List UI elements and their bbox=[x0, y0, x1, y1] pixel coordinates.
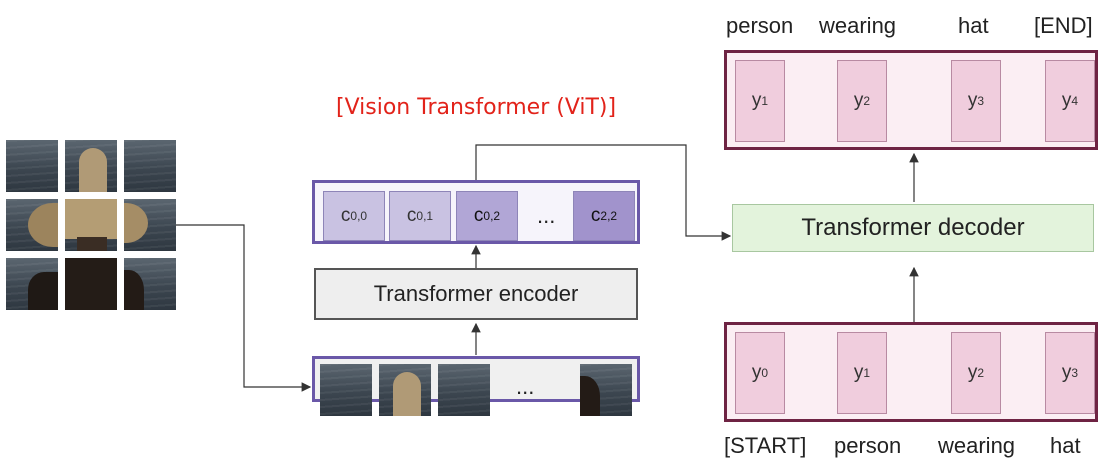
token-subscript: 3 bbox=[977, 94, 985, 108]
patch-sequence-item bbox=[320, 364, 372, 416]
vit-label: [Vision Transformer (ViT)] bbox=[336, 95, 617, 120]
token-symbol: y bbox=[751, 90, 762, 111]
token-symbol: y bbox=[853, 362, 864, 383]
patch-ellipsis: ... bbox=[516, 374, 535, 399]
token-symbol: y bbox=[751, 362, 762, 383]
image-patch bbox=[124, 199, 176, 251]
transformer-encoder: Transformer encoder bbox=[314, 268, 638, 320]
input-word: hat bbox=[1050, 433, 1081, 458]
encoder-label: Transformer encoder bbox=[373, 281, 579, 306]
output-word: wearing bbox=[819, 13, 897, 38]
patch-sequence-item bbox=[379, 364, 431, 416]
embedding-symbol: c bbox=[473, 205, 484, 226]
embedding-subscript: 2,2 bbox=[600, 209, 618, 223]
embedding-ellipsis: ... bbox=[537, 203, 556, 228]
token-subscript: 2 bbox=[863, 94, 871, 108]
input-word: person bbox=[834, 433, 902, 458]
token-symbol: y bbox=[967, 362, 978, 383]
embedding-subscript: 0,0 bbox=[350, 209, 368, 223]
decoder-label: Transformer decoder bbox=[801, 214, 1025, 241]
input-word: [START] bbox=[724, 433, 807, 458]
patch-sequence-item bbox=[438, 364, 490, 416]
image-patch bbox=[65, 140, 117, 192]
embedding-symbol: c bbox=[340, 205, 351, 226]
image-patch-grid bbox=[6, 140, 176, 310]
token-subscript: 1 bbox=[761, 94, 769, 108]
transformer-decoder: Transformer decoder bbox=[732, 204, 1094, 252]
input-word: wearing bbox=[938, 433, 1016, 458]
token-symbol: y bbox=[1061, 362, 1072, 383]
token-symbol: y bbox=[1061, 90, 1072, 111]
image-patch bbox=[6, 258, 58, 310]
token-subscript: 3 bbox=[1071, 366, 1079, 380]
token-subscript: 4 bbox=[1071, 94, 1079, 108]
image-patch bbox=[6, 199, 58, 251]
image-patch bbox=[65, 258, 117, 310]
output-word: hat bbox=[958, 13, 989, 38]
image-patch bbox=[6, 140, 58, 192]
output-word: [END] bbox=[1034, 13, 1093, 38]
embedding-subscript: 0,2 bbox=[483, 209, 501, 223]
arrow-image-to-patches bbox=[176, 224, 312, 392]
token-symbol: y bbox=[853, 90, 864, 111]
token-subscript: 0 bbox=[761, 366, 769, 380]
embedding-symbol: c bbox=[590, 205, 601, 226]
output-word: person bbox=[726, 13, 794, 38]
embedding-subscript: 0,1 bbox=[416, 209, 434, 223]
embedding-symbol: c bbox=[406, 205, 417, 226]
image-patch bbox=[124, 258, 176, 310]
token-subscript: 2 bbox=[977, 366, 985, 380]
token-symbol: y bbox=[967, 90, 978, 111]
token-subscript: 1 bbox=[863, 366, 871, 380]
image-patch bbox=[124, 140, 176, 192]
arrow-embeddings-to-decoder bbox=[475, 144, 732, 241]
patch-sequence-item bbox=[580, 364, 632, 416]
image-patch bbox=[65, 199, 117, 251]
